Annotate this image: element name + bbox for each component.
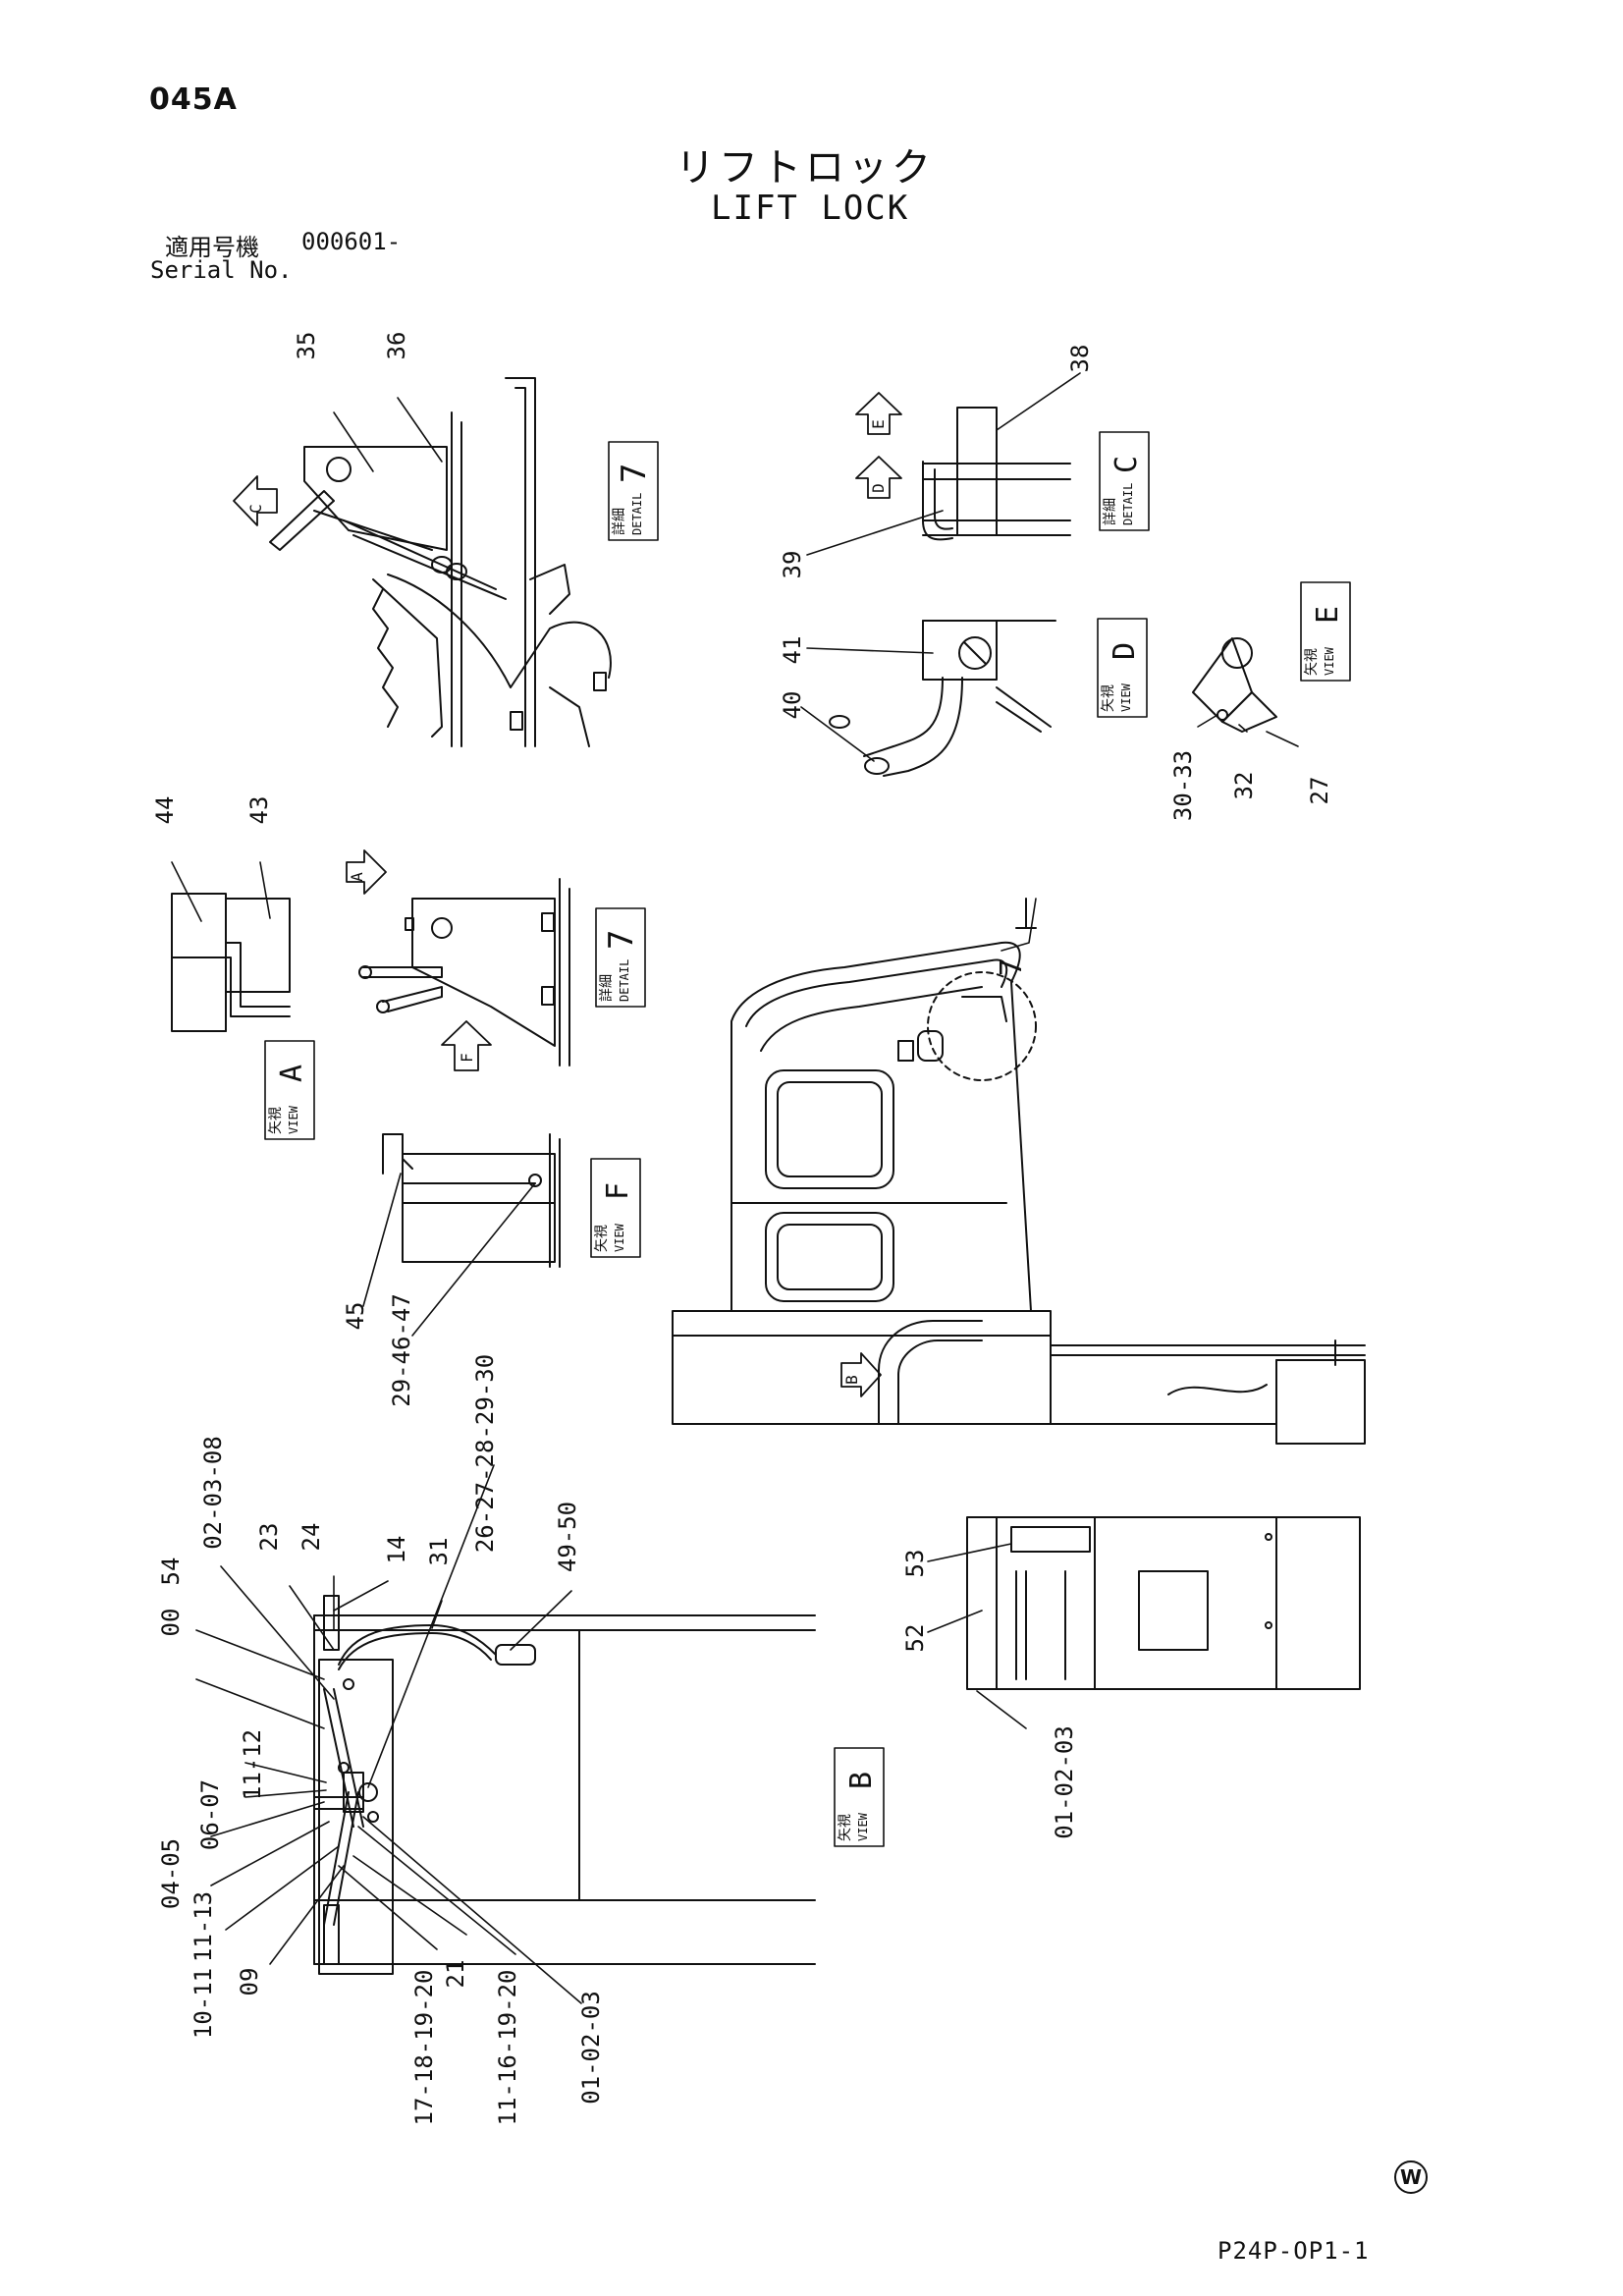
leader-lines xyxy=(171,372,1299,2004)
title-japanese: リフトロック xyxy=(676,145,935,191)
detail-tag-7-top-jp: 詳細 xyxy=(612,508,627,535)
arrow-d xyxy=(855,456,902,499)
serial-label-japanese: 適用号機 xyxy=(165,234,259,261)
callout-10-11: 10-11 xyxy=(189,1968,217,2039)
page-code: 045A xyxy=(149,82,238,117)
callout-26-27-28-29-30: 26-27-28-29-30 xyxy=(471,1354,499,1553)
view-tag-a-jp: 矢視 xyxy=(268,1107,284,1134)
callout-01-02-03-left: 01-02-03 xyxy=(577,1991,605,2105)
view-tag-a-en: VIEW xyxy=(287,1105,300,1134)
document-code: P24P-OP1-1 xyxy=(1217,2237,1370,2265)
callout-17-18-19-20: 17-18-19-20 xyxy=(410,1970,438,2126)
callout-36: 36 xyxy=(383,332,410,360)
callout-35: 35 xyxy=(293,332,320,360)
arrow-letter-d: D xyxy=(869,483,888,493)
view-tag-a-letter: A xyxy=(275,1065,309,1082)
detail-c-drawing xyxy=(922,407,1071,541)
detail-tag-c-jp: 詳細 xyxy=(1103,498,1118,525)
detail-tag-7-mid-en: DETAIL xyxy=(618,959,631,1002)
callout-11-12: 11-12 xyxy=(239,1729,266,1800)
view-f-drawing xyxy=(382,1133,561,1268)
callout-41: 41 xyxy=(779,636,806,665)
view-tag-d-letter: D xyxy=(1108,642,1142,660)
cab-side-view-drawing xyxy=(672,898,1366,1445)
callout-52: 52 xyxy=(901,1624,929,1653)
callout-11-16-19-20: 11-16-19-20 xyxy=(494,1970,521,2126)
callout-27: 27 xyxy=(1306,777,1333,805)
view-tag-b-letter: B xyxy=(844,1772,879,1789)
title-english: LIFT LOCK xyxy=(711,189,910,228)
view-tag-e-letter: E xyxy=(1311,606,1345,624)
callout-49-50: 49-50 xyxy=(554,1502,581,1572)
detail-tag-7-mid-jp: 詳細 xyxy=(599,974,615,1002)
detail-tag-c-letter: C xyxy=(1109,456,1144,473)
view-tag-b-en: VIEW xyxy=(856,1812,870,1841)
arrow-letter-a: A xyxy=(348,872,366,882)
callout-04-05: 04-05 xyxy=(157,1838,185,1909)
callout-31: 31 xyxy=(425,1538,453,1566)
view-tag-e-en: VIEW xyxy=(1323,646,1336,676)
view-tag-d-en: VIEW xyxy=(1119,683,1133,712)
callout-09: 09 xyxy=(236,1968,263,1996)
callout-00: 00 xyxy=(157,1609,185,1637)
arrow-letter-f: F xyxy=(458,1053,476,1063)
view-tag-d-jp: 矢視 xyxy=(1101,684,1116,712)
callout-01-02-03-right: 01-02-03 xyxy=(1051,1725,1078,1839)
view-tag-b-jp: 矢視 xyxy=(838,1814,853,1841)
detail-7-middle-drawing xyxy=(358,878,570,1066)
arrow-b xyxy=(840,1352,882,1397)
view-tag-f-jp: 矢視 xyxy=(594,1225,610,1252)
view-tag-f-en: VIEW xyxy=(613,1223,626,1252)
arrow-e xyxy=(855,392,902,435)
callout-45: 45 xyxy=(342,1302,369,1331)
arrow-a xyxy=(346,849,387,895)
view-d-drawing xyxy=(829,620,1056,777)
view-tag-f-letter: F xyxy=(601,1182,635,1200)
callout-06-07: 06-07 xyxy=(196,1779,224,1850)
callout-02-03-08: 02-03-08 xyxy=(199,1436,227,1550)
detail-tag-7-mid-letter: 7 xyxy=(602,930,641,950)
arrow-c xyxy=(233,475,278,526)
callout-53: 53 xyxy=(901,1550,929,1578)
callout-11-13: 11-13 xyxy=(189,1891,217,1962)
callout-43: 43 xyxy=(245,796,273,825)
callout-7: 7 xyxy=(995,958,1029,976)
serial-label-english: Serial No. xyxy=(150,256,293,284)
callout-29-46-47: 29-46-47 xyxy=(388,1293,415,1407)
callout-40: 40 xyxy=(779,691,806,720)
direction-arrows xyxy=(233,392,902,1397)
view-b-drawing xyxy=(313,1595,816,1975)
callout-14: 14 xyxy=(383,1536,410,1564)
arrow-letter-b: B xyxy=(842,1375,861,1385)
callout-23: 23 xyxy=(255,1523,283,1552)
serial-number: 000601- xyxy=(301,228,402,255)
callout-44: 44 xyxy=(151,796,179,825)
callout-39: 39 xyxy=(779,551,806,579)
w-mark-icon: W xyxy=(1394,2160,1428,2194)
detail-tag-7-top-letter: 7 xyxy=(615,464,654,483)
bottom-right-panel-drawing xyxy=(966,1516,1361,1690)
callout-21: 21 xyxy=(442,1960,469,1989)
arrow-letter-e: E xyxy=(869,419,888,429)
detail-7-top-drawing xyxy=(269,377,612,747)
callout-32: 32 xyxy=(1230,772,1258,800)
arrow-letter-c: C xyxy=(246,504,265,514)
callout-24: 24 xyxy=(298,1523,325,1552)
view-e-drawing xyxy=(1192,637,1277,733)
callout-30-33: 30-33 xyxy=(1169,750,1197,821)
view-a-drawing xyxy=(171,893,291,1032)
view-tag-e-jp: 矢視 xyxy=(1304,648,1320,676)
detail-tag-c-en: DETAIL xyxy=(1121,483,1135,525)
arrow-f xyxy=(441,1020,492,1071)
detail-tag-7-top-en: DETAIL xyxy=(630,493,644,535)
callout-38: 38 xyxy=(1066,345,1094,373)
view-tags xyxy=(264,431,1351,1847)
callout-54: 54 xyxy=(157,1558,185,1586)
